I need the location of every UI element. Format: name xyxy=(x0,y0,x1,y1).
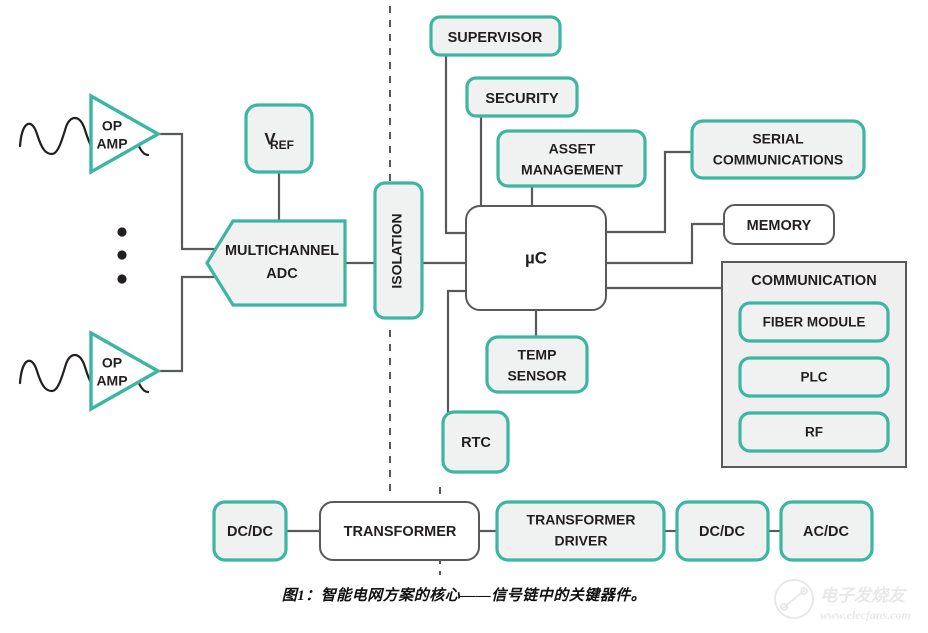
memory-box[interactable] xyxy=(723,204,835,245)
power-block-transformer-driver[interactable]: TRANSFORMER DRIVER xyxy=(495,500,666,562)
serial-communications-label-1: SERIAL xyxy=(752,131,804,147)
power-block-dcdc-1[interactable]: DC/DC xyxy=(212,500,288,562)
transformer-driver-label-1: TRANSFORMER xyxy=(527,512,636,528)
communication-module-plc[interactable]: PLC xyxy=(738,356,890,398)
power-block-acdc[interactable]: AC/DC xyxy=(779,500,874,562)
adc-label-2: ADC xyxy=(266,266,298,282)
mcu-block[interactable]: µC xyxy=(465,205,607,311)
op-amp-bottom-label-2: AMP xyxy=(96,373,127,389)
rtc-label: RTC xyxy=(461,435,491,451)
supervisor-box[interactable] xyxy=(429,15,562,57)
power-block-dcdc-2[interactable]: DC/DC xyxy=(675,500,770,562)
vref-label: V xyxy=(264,129,276,148)
vref-box[interactable] xyxy=(244,103,314,174)
figure-caption: 图1：智能电网方案的核心——信号链中的关键器件。 xyxy=(281,588,647,604)
communication-module-fiber[interactable]: FIBER MODULE xyxy=(738,301,890,343)
isolation-block[interactable]: ISOLATION xyxy=(373,181,424,320)
power-block-transformer[interactable]: TRANSFORMER xyxy=(319,501,480,561)
mcu-label: µC xyxy=(525,248,547,267)
plc-box[interactable] xyxy=(738,356,890,398)
ellipsis-dot-1 xyxy=(117,227,127,237)
serial-communications-block[interactable]: SERIAL COMMUNICATIONS xyxy=(690,119,866,180)
multichannel-adc-block[interactable]: MULTICHANNEL ADC xyxy=(205,219,347,307)
rtc-box[interactable] xyxy=(441,410,510,474)
op-amp-bottom[interactable]: OP AMP xyxy=(89,330,162,412)
wire-mcu-to-serial-communications xyxy=(606,150,692,234)
wire-opamp-top-to-adc xyxy=(158,132,233,251)
temp-sensor-block[interactable]: TEMP SENSOR xyxy=(485,335,589,394)
fiber-module-box[interactable] xyxy=(738,301,890,343)
multichannel-adc-shape[interactable] xyxy=(205,219,347,307)
memory-label: MEMORY xyxy=(747,218,812,234)
memory-block[interactable]: MEMORY xyxy=(723,204,835,245)
op-amp-top[interactable]: OP AMP xyxy=(89,93,162,175)
op-amp-top-triangle[interactable] xyxy=(89,93,162,175)
wire-opamp-bottom-to-adc xyxy=(158,275,233,373)
asset-management-block[interactable]: ASSET MANAGEMENT xyxy=(496,129,647,188)
dcdc-1-box[interactable] xyxy=(212,500,288,562)
op-amp-bottom-triangle[interactable] xyxy=(89,330,162,412)
rf-label: RF xyxy=(805,425,823,440)
acdc-label: AC/DC xyxy=(803,524,849,540)
rtc-block[interactable]: RTC xyxy=(441,410,510,474)
wire-supervisor-to-mcu xyxy=(444,54,466,235)
supervisor-block[interactable]: SUPERVISOR xyxy=(429,15,562,57)
ellipsis-dot-2 xyxy=(117,250,127,260)
temp-sensor-box[interactable] xyxy=(485,335,589,394)
asset-management-label-1: ASSET xyxy=(549,141,596,157)
isolation-label: ISOLATION xyxy=(389,213,405,288)
temp-sensor-label-1: TEMP xyxy=(518,347,557,363)
serial-communications-label-2: COMMUNICATIONS xyxy=(713,152,843,168)
isolation-box[interactable] xyxy=(373,181,424,320)
communication-module-rf[interactable]: RF xyxy=(738,411,890,453)
rf-box[interactable] xyxy=(738,411,890,453)
asset-management-box[interactable] xyxy=(496,129,647,188)
mcu-box[interactable] xyxy=(465,205,607,311)
transformer-driver-label-2: DRIVER xyxy=(555,533,608,549)
vref-block[interactable]: V REF xyxy=(244,103,314,174)
dcdc-2-label: DC/DC xyxy=(699,524,745,540)
serial-communications-box[interactable] xyxy=(690,119,866,180)
wire-mcu-to-memory xyxy=(606,222,724,265)
vref-label-sub: REF xyxy=(270,138,294,152)
security-label: SECURITY xyxy=(485,91,559,107)
channel-ellipsis xyxy=(117,227,127,284)
transformer-box[interactable] xyxy=(319,501,480,561)
op-amp-top-label-2: AMP xyxy=(96,136,127,152)
communication-panel: COMMUNICATION FIBER MODULE PLC RF xyxy=(721,261,907,468)
power-chain: DC/DC TRANSFORMER TRANSFORMER DRIVER DC/… xyxy=(212,500,874,562)
temp-sensor-label-2: SENSOR xyxy=(507,368,566,384)
op-amp-bottom-label-1: OP xyxy=(102,355,122,371)
fiber-module-label: FIBER MODULE xyxy=(763,315,866,330)
ellipsis-dot-3 xyxy=(117,274,127,284)
wire-mcu-to-rtc xyxy=(446,289,466,421)
dcdc-1-label: DC/DC xyxy=(227,524,273,540)
adc-label-1: MULTICHANNEL xyxy=(225,243,339,259)
acdc-box[interactable] xyxy=(779,500,874,562)
transformer-label: TRANSFORMER xyxy=(344,524,457,540)
transformer-driver-box[interactable] xyxy=(495,500,666,562)
asset-management-label-2: MANAGEMENT xyxy=(521,162,623,178)
security-block[interactable]: SECURITY xyxy=(465,76,579,118)
supervisor-label: SUPERVISOR xyxy=(448,30,543,46)
dcdc-2-box[interactable] xyxy=(675,500,770,562)
communication-panel-title: COMMUNICATION xyxy=(751,273,876,289)
security-box[interactable] xyxy=(465,76,579,118)
op-amp-top-label-1: OP xyxy=(102,118,122,134)
plc-label: PLC xyxy=(801,370,828,385)
